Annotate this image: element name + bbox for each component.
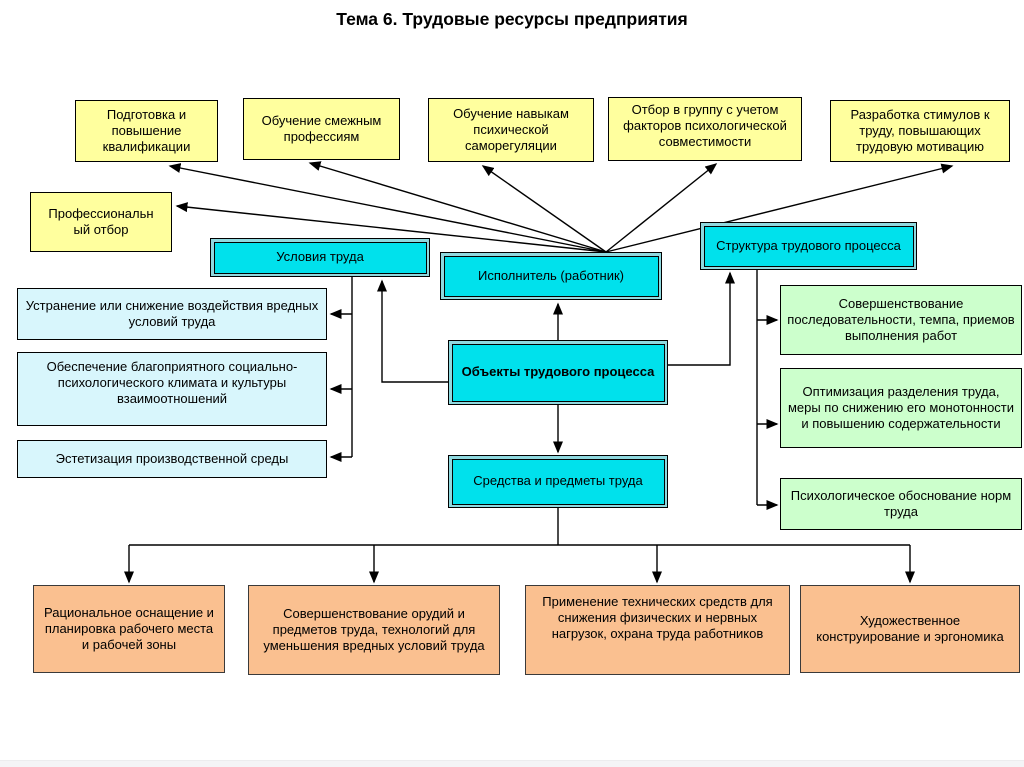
node-group-selection: Отбор в группу с учетом факторов психоло… xyxy=(608,97,802,161)
node-harmful-conditions: Устранение или снижение воздействия вред… xyxy=(17,288,327,340)
node-labor-objects-label: Объекты трудового процесса xyxy=(451,343,665,402)
node-technical-means: Применение технических средств для сниже… xyxy=(525,585,790,675)
node-social-climate: Обеспечение благоприятного социально-пси… xyxy=(17,352,327,426)
node-labor-division: Оптимизация разделения труда, меры по сн… xyxy=(780,368,1022,448)
node-worker: Исполнитель (работник) xyxy=(440,252,662,300)
node-process-structure: Структура трудового процесса xyxy=(700,222,917,270)
node-work-conditions-label: Условия труда xyxy=(213,241,427,274)
node-training: Подготовка и повышение квалификации xyxy=(75,100,218,162)
node-work-conditions: Условия труда xyxy=(210,238,430,277)
node-professional-selection: Профессиональн ый отбор xyxy=(30,192,172,252)
node-labor-means-label: Средства и предметы труда xyxy=(451,458,665,505)
node-work-sequence: Совершенствование последовательности, те… xyxy=(780,285,1022,355)
slide-title: Тема 6. Трудовые ресурсы предприятия xyxy=(336,9,688,29)
node-adjacent-professions: Обучение смежным профессиям xyxy=(243,98,400,160)
node-tools-improvement: Совершенствование орудий и предметов тру… xyxy=(248,585,500,675)
node-labor-norms: Психологическое обоснование норм труда xyxy=(780,478,1022,530)
node-worker-label: Исполнитель (работник) xyxy=(443,255,659,297)
node-labor-means: Средства и предметы труда xyxy=(448,455,668,508)
node-ergonomics: Художественное конструирование и эргоном… xyxy=(800,585,1020,673)
node-aesthetics: Эстетизация производственной среды xyxy=(17,440,327,478)
node-workplace-layout: Рациональное оснащение и планировка рабо… xyxy=(33,585,225,673)
node-self-regulation: Обучение навыкам психической саморегуляц… xyxy=(428,98,594,162)
node-incentives: Разработка стимулов к труду, повышающих … xyxy=(830,100,1010,162)
viewer-footer-strip xyxy=(0,760,1024,767)
node-process-structure-label: Структура трудового процесса xyxy=(703,225,914,267)
node-labor-objects: Объекты трудового процесса xyxy=(448,340,668,405)
